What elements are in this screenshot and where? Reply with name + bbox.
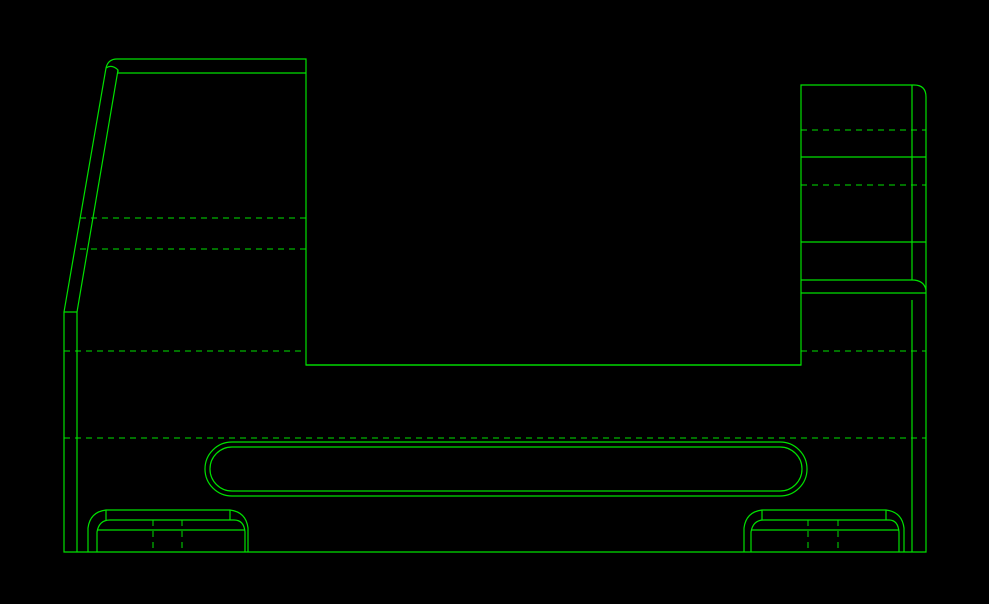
left-foot-inner <box>96 519 246 552</box>
right-step-block <box>801 85 927 294</box>
inner-profile-offset <box>76 69 913 552</box>
left-foot-outer <box>87 509 249 552</box>
left-foot-pad <box>87 509 249 552</box>
right-foot-outer <box>743 509 905 552</box>
slot-outer <box>204 441 808 497</box>
right-foot-inner <box>750 519 900 552</box>
horizontal-slot <box>204 441 808 497</box>
slot-inner <box>209 446 803 492</box>
right-foot-pad <box>743 509 905 552</box>
left-top-fillet <box>105 65 119 72</box>
step-fillet-3 <box>911 279 927 291</box>
main-body-outline <box>63 58 927 553</box>
outer-profile <box>63 58 927 553</box>
hidden-lines <box>64 129 926 439</box>
